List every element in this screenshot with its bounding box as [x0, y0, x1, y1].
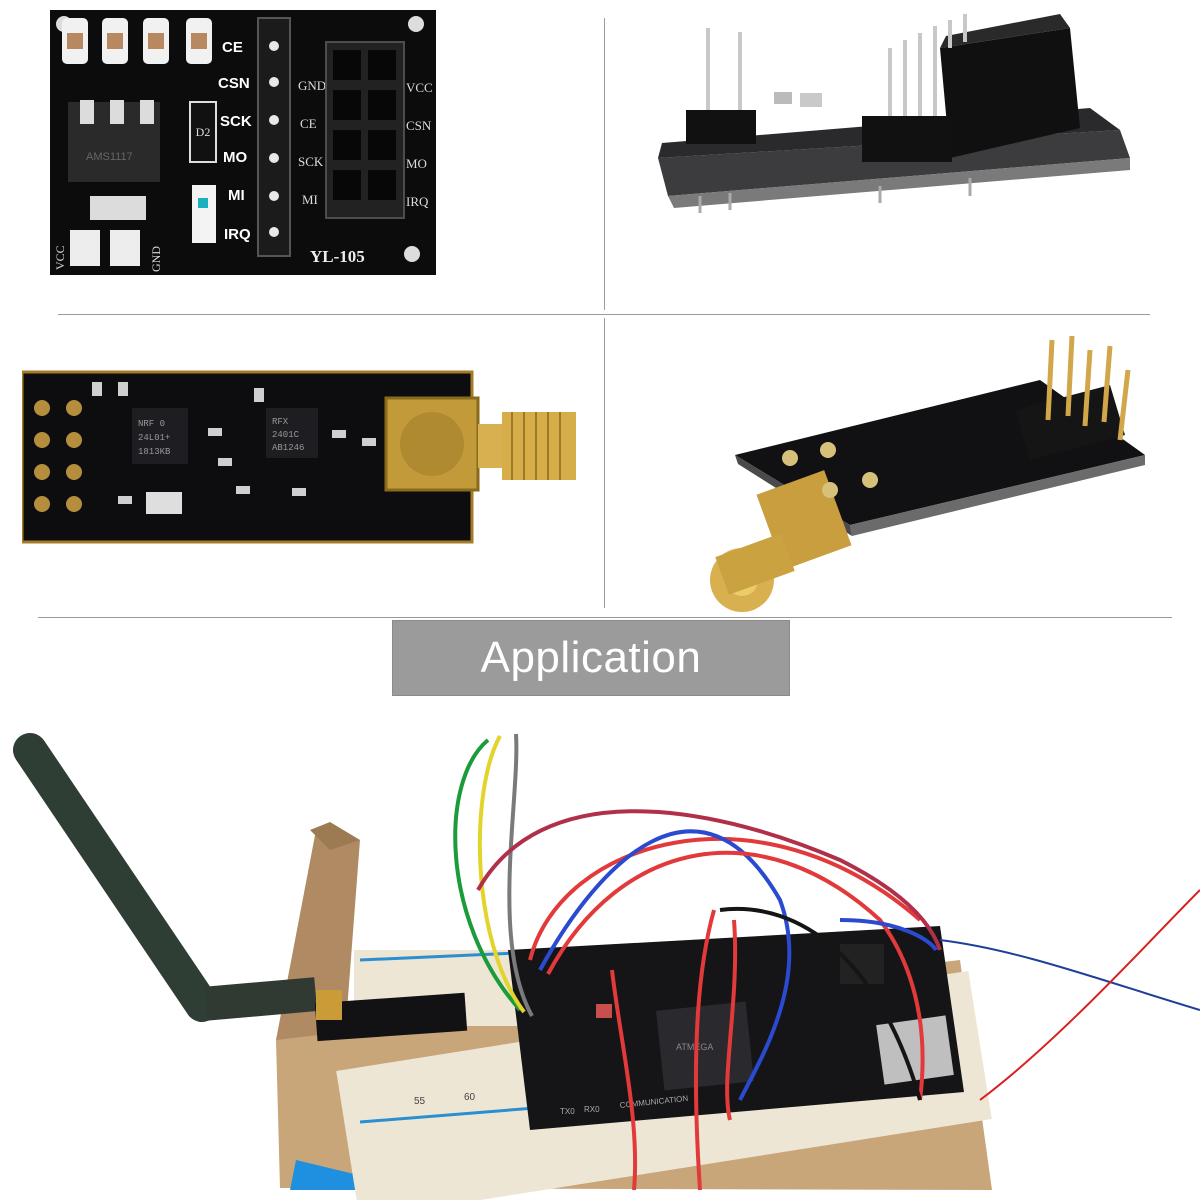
chip1-line2: 24L01+ [138, 433, 170, 443]
vertical-divider-middle [604, 318, 605, 608]
socket-label-mi: MI [302, 192, 318, 207]
chip2-line2: 2401C [272, 430, 300, 440]
power-label-vcc: VCC [53, 245, 67, 270]
pin-label-mi: MI [228, 187, 245, 204]
nrf-module-top-photo: NRF 0 24L01+ 1813KB RFX 2401C AB1246 [22, 370, 576, 544]
socket-label-mo: MO [406, 156, 427, 171]
breadboard-number-60: 60 [464, 1092, 476, 1103]
horizontal-divider-1 [58, 314, 1150, 315]
board-text-rx0: RX0 [584, 1105, 600, 1114]
pin-label-csn: CSN [218, 75, 250, 92]
socket-label-gnd: GND [298, 78, 326, 93]
chip2-line3: AB1246 [272, 443, 304, 453]
application-banner-label: Application [480, 633, 702, 682]
chip1-line1: NRF 0 [138, 419, 165, 429]
diode-label: D2 [196, 125, 211, 139]
chip2-line1: RFX [272, 417, 289, 427]
socket-label-csn: CSN [406, 118, 432, 133]
pin-label-irq: IRQ [224, 226, 251, 243]
pin-label-sck: SCK [220, 113, 252, 130]
breadboard-number-55: 55 [414, 1096, 426, 1107]
chip1-line3: 1813KB [138, 447, 171, 457]
adapter-board-angle-photo [658, 14, 1130, 213]
pin-label-ce: CE [222, 39, 243, 56]
model-label: YL-105 [310, 247, 365, 266]
socket-label-sck: SCK [298, 154, 324, 169]
nrf-module-angle-photo [710, 335, 1145, 612]
adapter-board-top-photo: AMS1117 D2 VCC GND CE CSN SCK MO MI IRQ … [50, 10, 436, 275]
socket-label-vcc: VCC [406, 80, 433, 95]
svg-text:AMS1117: AMS1117 [86, 151, 133, 163]
application-photo: 55 60 ATMEGA TX0 RX0 COMMUNICATION [13, 733, 1200, 1200]
socket-label-ce: CE [300, 116, 317, 131]
socket-label-irq: IRQ [406, 194, 429, 209]
board-text-tx0: TX0 [560, 1107, 575, 1116]
vertical-divider-top [604, 18, 605, 310]
horizontal-divider-2 [38, 617, 1172, 618]
antenna [13, 733, 219, 1022]
pin-label-mo: MO [223, 149, 247, 166]
power-label-gnd: GND [149, 246, 163, 272]
application-banner: Application [392, 620, 790, 696]
